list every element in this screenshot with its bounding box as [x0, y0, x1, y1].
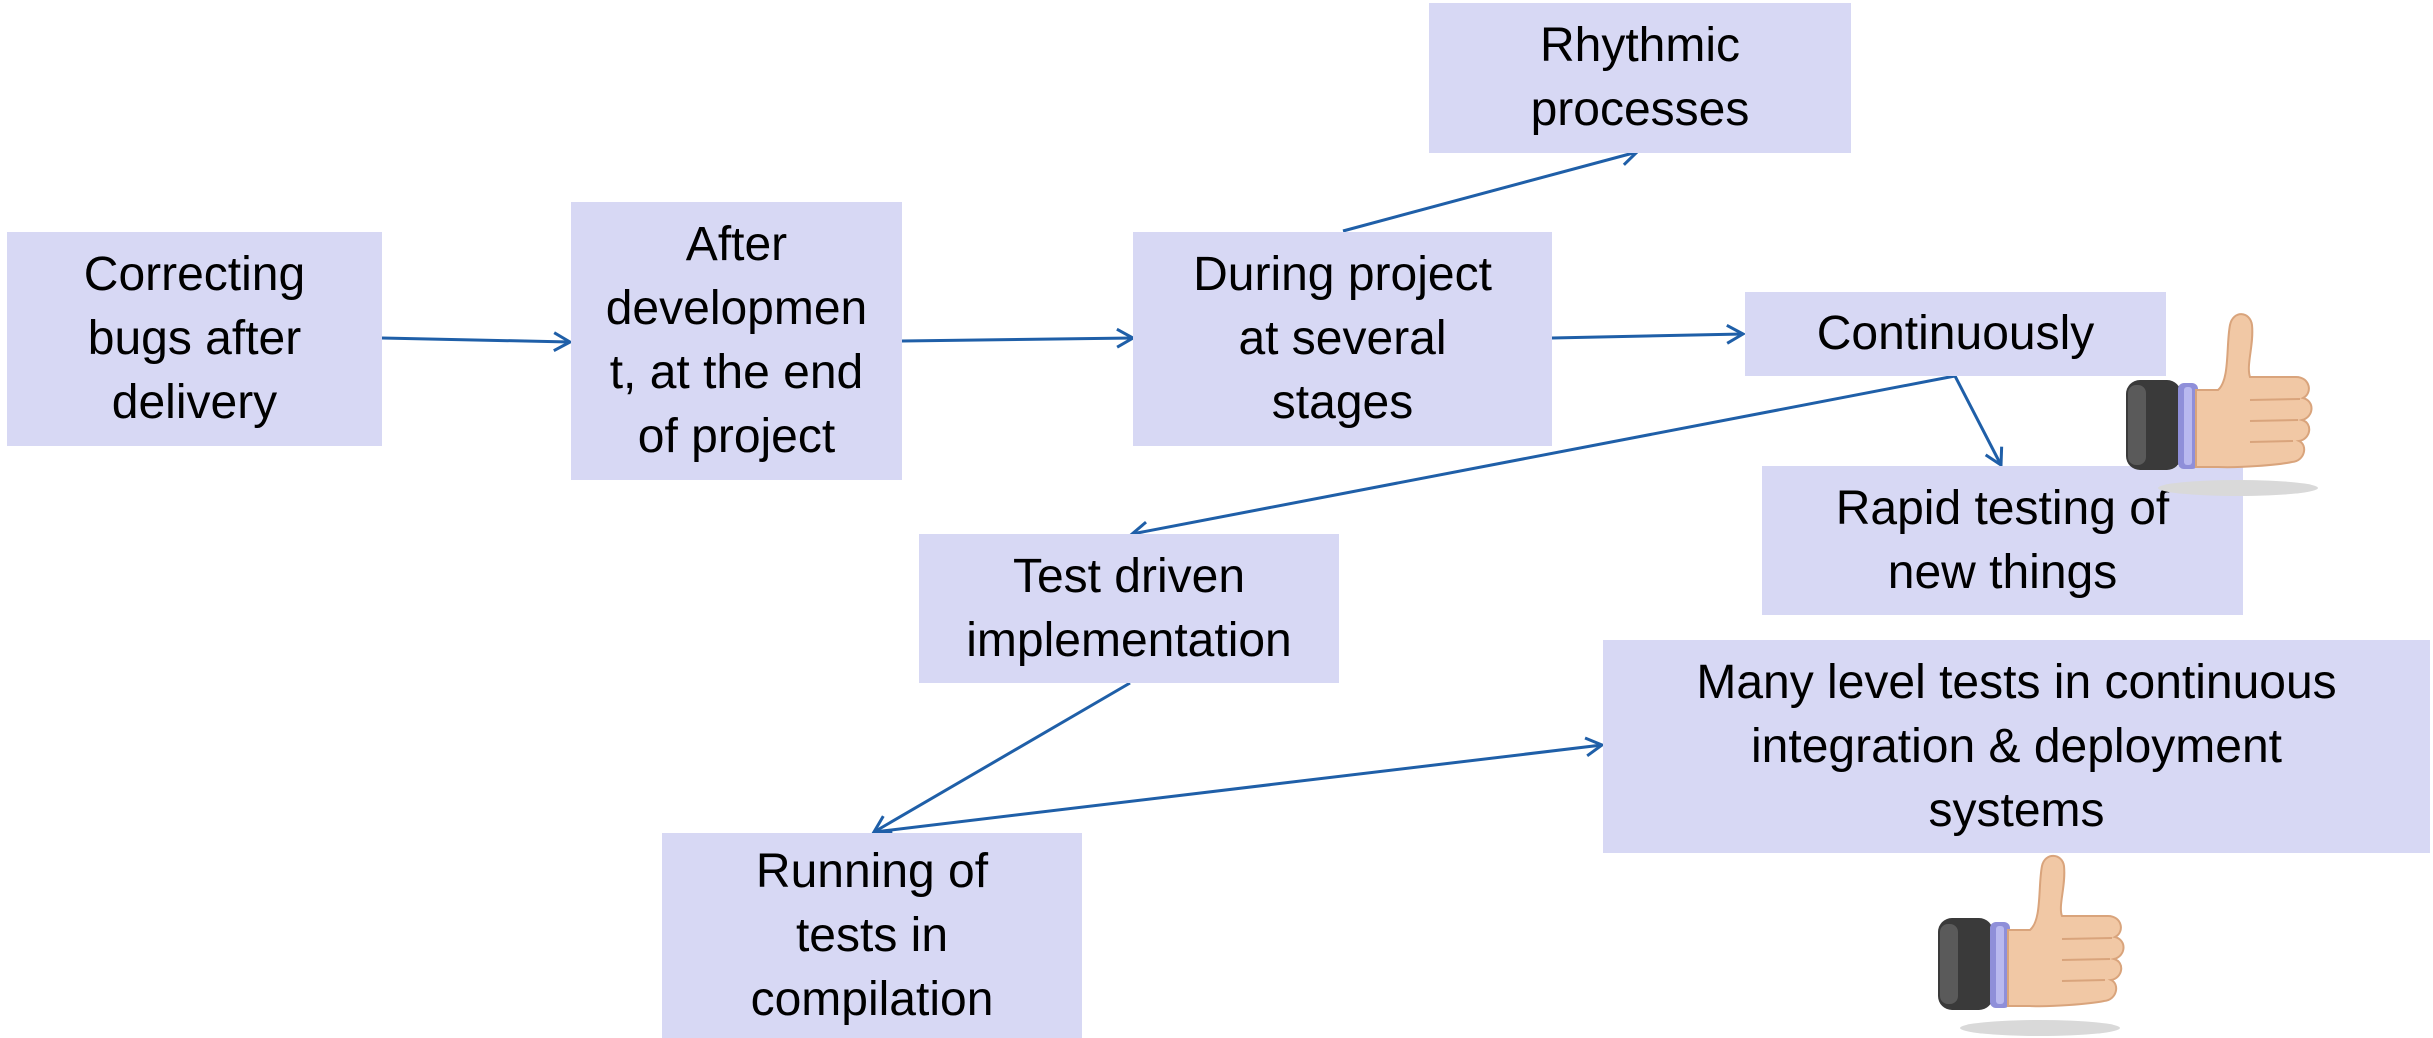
node-rhythmic-processes: Rhythmic processes — [1429, 3, 1851, 153]
edge-after-dev-to-during — [901, 327, 1137, 349]
node-label: Many level tests in continuous integrati… — [1696, 655, 2337, 837]
edge-running-to-many-level — [873, 736, 1606, 834]
node-label: Test driven implementation — [966, 549, 1292, 667]
node-label: After developmen t, at the end of projec… — [605, 218, 868, 463]
edge-correcting-to-after-dev — [381, 331, 574, 352]
edge-during-to-rhythmic — [1342, 146, 1640, 233]
node-continuously: Continuously — [1745, 292, 2166, 376]
edge-tdd-to-running — [871, 681, 1131, 834]
edge-continuously-to-rapid — [1953, 375, 2004, 468]
node-rapid-testing: Rapid testing of new things — [1762, 466, 2243, 615]
thumbs-up-icon — [2126, 313, 2318, 496]
node-test-driven: Test driven implementation — [919, 534, 1339, 683]
node-after-development: After developmen t, at the end of projec… — [571, 202, 902, 480]
node-correcting-bugs: Correcting bugs after delivery — [7, 232, 382, 446]
edge-continuously-to-tdd — [1128, 374, 1956, 542]
node-label: Rapid testing of new things — [1835, 481, 2170, 599]
node-many-level-tests: Many level tests in continuous integrati… — [1603, 640, 2430, 853]
node-label: Rhythmic processes — [1530, 19, 1750, 136]
node-running-tests: Running of tests in compilation — [662, 833, 1082, 1038]
thumbs-up-icon — [1938, 854, 2125, 1036]
node-label: Continuously — [1816, 307, 2095, 360]
edge-during-to-continuously — [1551, 324, 1747, 345]
node-label: Running of tests in compilation — [750, 844, 994, 1026]
node-during-project: During project at several stages — [1133, 232, 1552, 446]
node-label: Correcting bugs after delivery — [83, 248, 306, 429]
node-label: During project at several stages — [1193, 248, 1492, 429]
